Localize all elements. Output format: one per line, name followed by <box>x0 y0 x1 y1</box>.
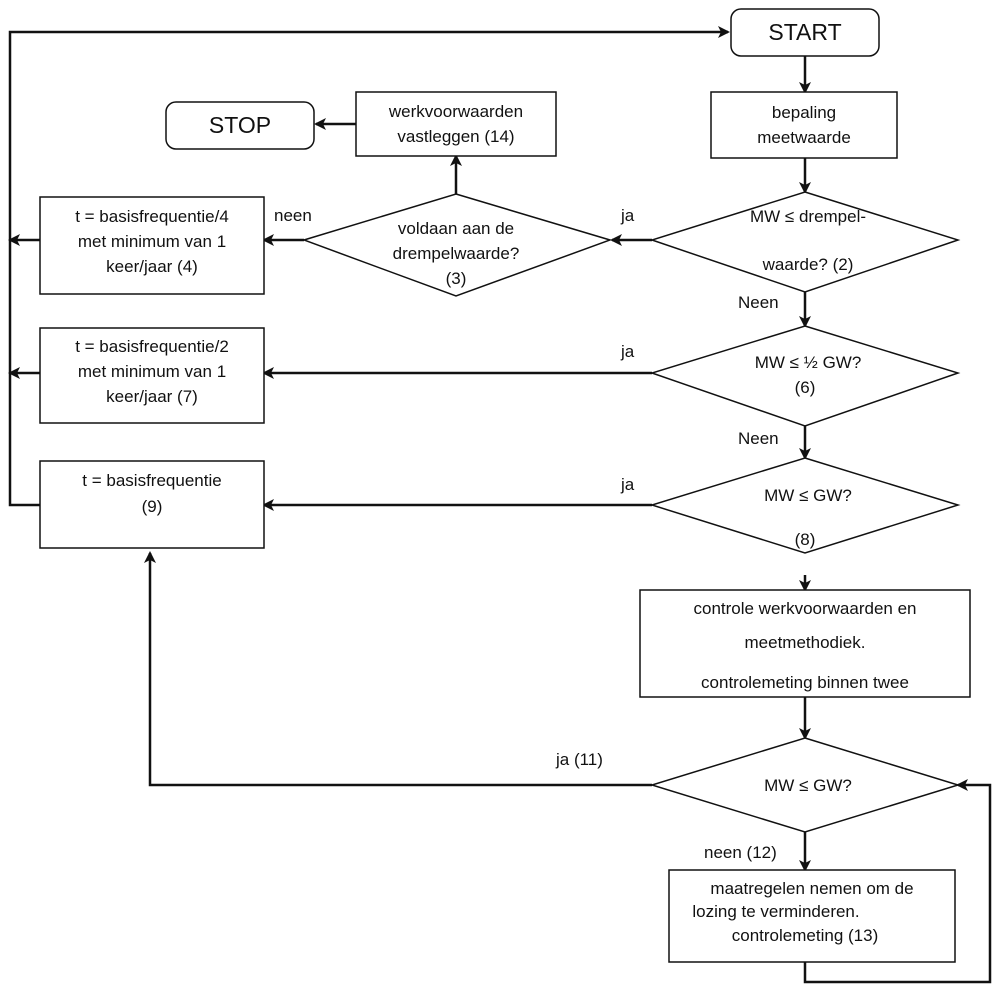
label-ja-gw8: ja <box>620 475 635 494</box>
gwcheck-decision: MW ≤ GW? <box>649 737 961 833</box>
freq2-line2: met minimum van 1 <box>78 362 226 381</box>
stop-label: STOP <box>209 112 271 138</box>
label-ja-11: ja (11) <box>555 750 603 769</box>
bepaling-box: bepaling meetwaarde <box>710 91 898 159</box>
label-neen-voldaan: neen <box>274 206 312 225</box>
drempel-line2: waarde? (2) <box>762 255 854 274</box>
voldaan-line3: (3) <box>446 269 467 288</box>
maatregelen-line1: maatregelen nemen om de <box>710 879 913 898</box>
werkvoorwaarden-box: werkvoorwaarden vastleggen (14) <box>355 91 557 157</box>
voldaan-decision: voldaan aan de drempelwaarde? (3) <box>301 193 613 297</box>
start-label: START <box>768 19 841 45</box>
maatregelen-line2: lozing te verminderen. <box>692 902 859 921</box>
freq4-line1: t = basisfrequentie/4 <box>75 207 229 226</box>
halfgw-line1: MW ≤ ½ GW? <box>755 353 862 372</box>
gw8-line1: MW ≤ GW? <box>764 486 852 505</box>
werkvoorwaarden-line2: vastleggen (14) <box>397 127 514 146</box>
freq2-line1: t = basisfrequentie/2 <box>75 337 229 356</box>
gwcheck-line1: MW ≤ GW? <box>764 776 852 795</box>
start-node: START <box>730 8 880 57</box>
freq-line2: (9) <box>142 497 163 516</box>
werkvoorwaarden-line1: werkvoorwaarden <box>388 102 523 121</box>
halfgw-decision: MW ≤ ½ GW? (6) <box>649 325 961 427</box>
gw8-line2: (8) <box>795 530 816 549</box>
label-ja-half: ja <box>620 342 635 361</box>
bepaling-line1: bepaling <box>772 103 836 122</box>
label-neen-drempel: Neen <box>738 293 779 312</box>
controle-line3: controlemeting binnen twee <box>701 673 909 692</box>
freq-box: t = basisfrequentie (9) <box>39 460 265 549</box>
arrow-gwcheck-to-freq <box>144 551 652 787</box>
stop-node: STOP <box>165 101 315 150</box>
freq2-box: t = basisfrequentie/2 met minimum van 1 … <box>39 327 265 424</box>
freq4-line2: met minimum van 1 <box>78 232 226 251</box>
freq4-line3: keer/jaar (4) <box>106 257 198 276</box>
arrow-maatregelen-loop <box>803 779 992 984</box>
freq-line1: t = basisfrequentie <box>82 471 221 490</box>
controle-line1: controle werkvoorwaarden en <box>693 599 916 618</box>
voldaan-line1: voldaan aan de <box>398 219 514 238</box>
maatregelen-box: maatregelen nemen om de lozing te vermin… <box>668 869 956 963</box>
voldaan-line2: drempelwaarde? <box>393 244 520 263</box>
bepaling-line2: meetwaarde <box>757 128 851 147</box>
label-neen-half: Neen <box>738 429 779 448</box>
freq4-box: t = basisfrequentie/4 met minimum van 1 … <box>39 196 265 295</box>
label-neen-12: neen (12) <box>704 843 777 862</box>
drempel-line1: MW ≤ drempel- <box>750 207 866 226</box>
controle-box: controle werkvoorwaarden en meetmethodie… <box>639 589 971 698</box>
label-ja-drempel: ja <box>620 206 635 225</box>
drempel-decision: MW ≤ drempel- waarde? (2) <box>649 191 961 293</box>
connector-loop-to-start <box>8 26 730 507</box>
gw8-decision: MW ≤ GW? (8) <box>649 457 961 554</box>
halfgw-line2: (6) <box>795 378 816 397</box>
freq2-line3: keer/jaar (7) <box>106 387 198 406</box>
maatregelen-line3: controlemeting (13) <box>732 926 878 945</box>
controle-line2: meetmethodiek. <box>745 633 866 652</box>
